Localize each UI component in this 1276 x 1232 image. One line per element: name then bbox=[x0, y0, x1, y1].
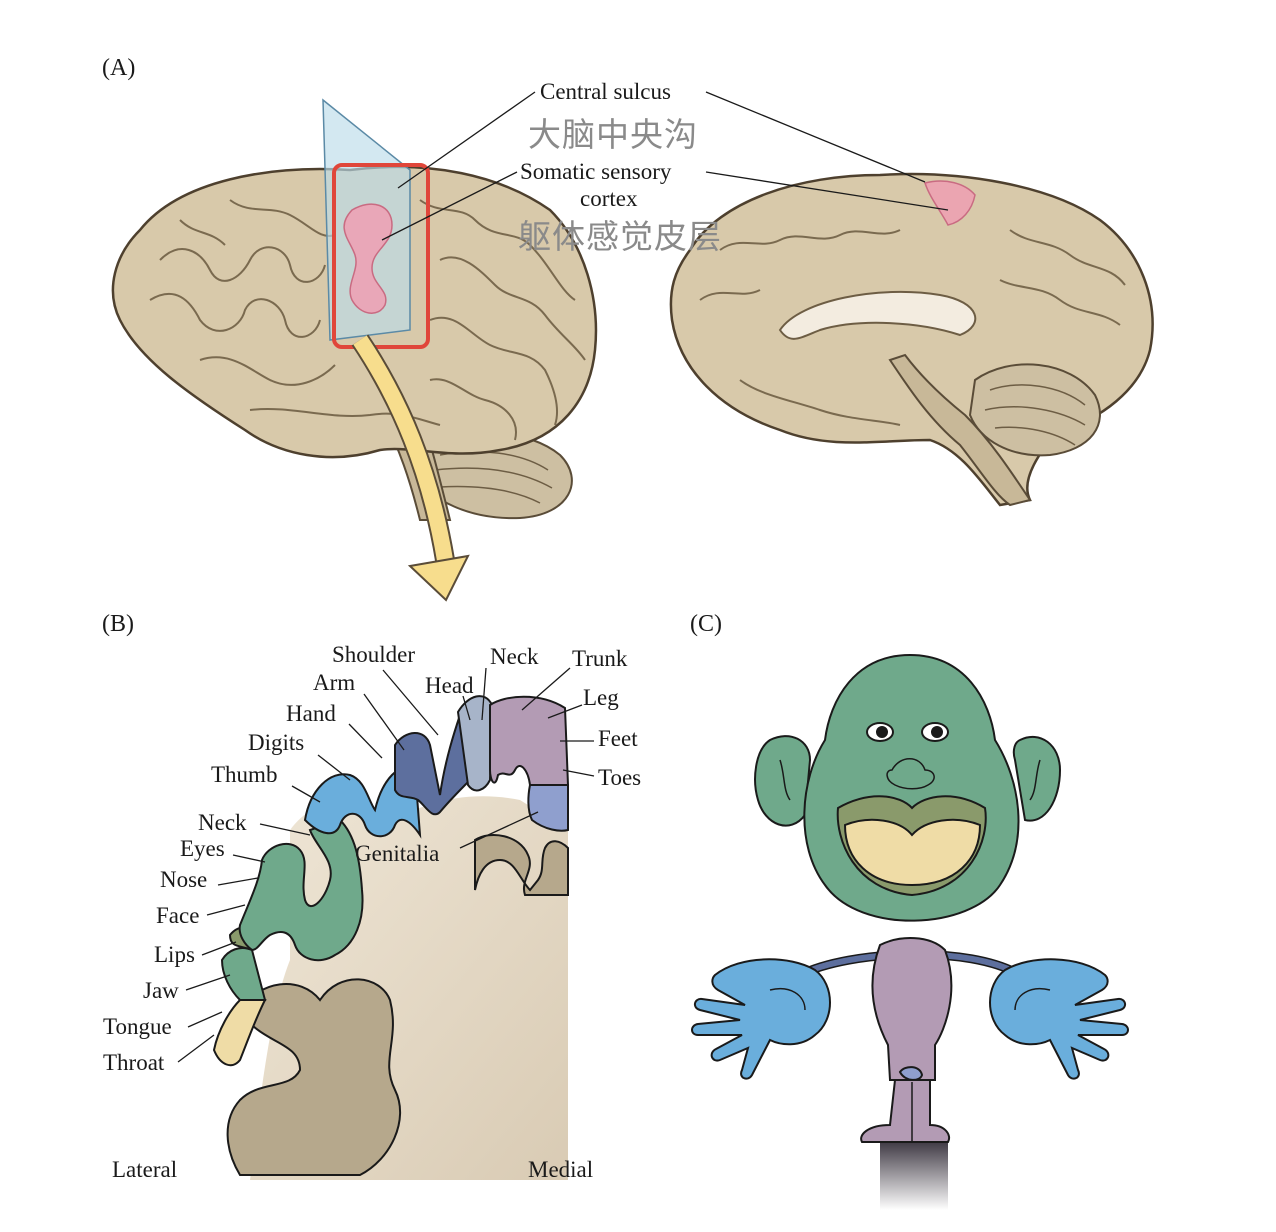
highlight-box bbox=[332, 163, 430, 349]
label-somatic-line1: Somatic sensory bbox=[520, 159, 672, 184]
label-arm: Arm bbox=[313, 670, 356, 695]
label-neck-top: Neck bbox=[490, 644, 539, 669]
label-trunk: Trunk bbox=[572, 646, 628, 671]
label-somatic-line2: cortex bbox=[580, 186, 638, 211]
label-hand: Hand bbox=[286, 701, 336, 726]
label-nose: Nose bbox=[160, 867, 208, 892]
label-eyes: Eyes bbox=[180, 836, 225, 861]
panel-label-b: (B) bbox=[102, 611, 134, 637]
label-central-sulcus: Central sulcus bbox=[540, 79, 671, 104]
lateral-brain bbox=[111, 98, 598, 521]
label-feet: Feet bbox=[598, 726, 638, 751]
label-head: Head bbox=[425, 673, 474, 698]
label-medial: Medial bbox=[528, 1157, 594, 1182]
label-thumb: Thumb bbox=[211, 762, 278, 787]
label-digits: Digits bbox=[248, 730, 305, 755]
label-neck: Neck bbox=[198, 810, 247, 835]
pointer-arrow bbox=[353, 335, 453, 562]
label-lips: Lips bbox=[154, 942, 195, 967]
panel-label-c: (C) bbox=[690, 611, 722, 637]
cortex-section bbox=[212, 695, 570, 1180]
panel-label-a: (A) bbox=[102, 55, 136, 81]
label-shoulder: Shoulder bbox=[332, 642, 416, 667]
label-tongue: Tongue bbox=[103, 1014, 172, 1039]
label-genitalia: Genitalia bbox=[355, 841, 440, 866]
label-somatic-zh: 躯体感觉皮层 bbox=[518, 217, 722, 256]
panel-a-leaders bbox=[381, 91, 949, 241]
label-throat: Throat bbox=[103, 1050, 165, 1075]
label-leg: Leg bbox=[583, 685, 619, 710]
homunculus bbox=[691, 653, 1129, 1210]
label-jaw: Jaw bbox=[143, 978, 179, 1003]
label-central-sulcus-zh: 大脑中央沟 bbox=[528, 115, 698, 154]
medial-brain bbox=[669, 172, 1154, 507]
label-toes: Toes bbox=[598, 765, 642, 790]
label-lateral: Lateral bbox=[112, 1157, 178, 1182]
label-face: Face bbox=[156, 903, 200, 928]
panel-b-leaders bbox=[177, 667, 595, 1063]
